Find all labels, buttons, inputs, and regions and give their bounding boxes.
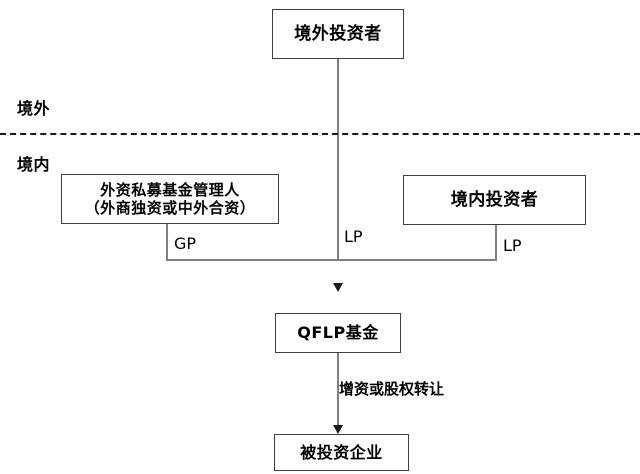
arrowhead-into-qflp-fund <box>333 283 343 292</box>
node-invested-company-line-1: 被投资企业 <box>300 442 383 462</box>
arrowhead-into-invested-company <box>333 425 343 434</box>
node-domestic-investor-line-1: 境内投资者 <box>450 189 539 210</box>
node-fund-manager: 外资私募基金管理人 （外商独资或中外合资） <box>61 174 279 224</box>
connector-lp-leg <box>495 225 497 261</box>
connector-bracket-bar <box>166 259 497 261</box>
edge-label-gp: GP <box>174 234 197 253</box>
connector-overseas-to-fund <box>337 59 339 260</box>
connector-qflp-to-company <box>337 353 339 429</box>
zone-label-onshore: 境内 <box>17 155 51 174</box>
node-fund-manager-line-2: （外商独资或中外合资） <box>84 199 256 217</box>
edge-label-lp-middle: LP <box>344 227 363 246</box>
node-qflp-fund-line-1: QFLP基金 <box>297 323 379 343</box>
node-qflp-fund: QFLP基金 <box>275 313 401 353</box>
divider-offshore-onshore <box>0 133 640 135</box>
node-domestic-investor: 境内投资者 <box>403 175 586 225</box>
connector-gp-leg <box>166 224 168 261</box>
edge-label-capital-increase: 增资或股权转让 <box>339 380 445 398</box>
node-overseas-investor-line-1: 境外投资者 <box>294 23 382 44</box>
node-fund-manager-line-1: 外资私募基金管理人 <box>100 180 240 199</box>
zone-label-offshore: 境外 <box>17 99 51 118</box>
node-overseas-investor: 境外投资者 <box>272 9 404 59</box>
node-invested-company: 被投资企业 <box>274 434 409 471</box>
edge-label-lp-right: LP <box>503 236 522 255</box>
